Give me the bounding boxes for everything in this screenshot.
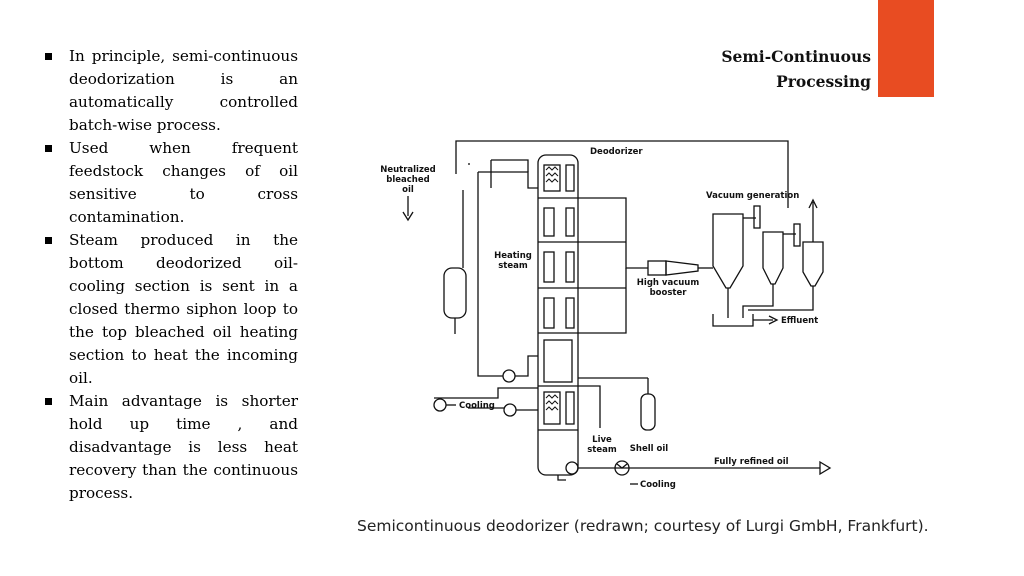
bullet-item: In principle, semi-continuous deodorizat… — [44, 45, 298, 137]
feed-arrow — [402, 196, 414, 222]
label-fully-refined-oil: Fully refined oil — [714, 457, 789, 467]
slide-title: Semi-Continuous Processing — [721, 44, 871, 94]
label-shell-oil: Shell oil — [630, 444, 668, 454]
label-feed-3: oil — [402, 185, 414, 195]
diagram-caption: Semicontinuous deodorizer (redrawn; cour… — [357, 517, 929, 535]
label-booster-2: booster — [650, 288, 688, 298]
slide-title-line1: Semi-Continuous — [721, 47, 871, 66]
label-booster-1: High vacuum — [637, 278, 700, 288]
hotwell — [712, 314, 754, 327]
top-header-line — [455, 140, 789, 208]
discharge-pump — [565, 461, 579, 475]
bullet-item: Steam produced in the bottom deodorized … — [44, 229, 298, 390]
cooling-coil — [545, 394, 559, 411]
label-cooling-upper: Cooling — [459, 401, 495, 411]
deodorizer-diagram: Deodorizer Neutralized bleached oil Vacu… — [380, 140, 832, 490]
label-heating-steam-2: steam — [498, 261, 528, 271]
accent-bar — [878, 0, 934, 97]
label-feed-2: bleached — [386, 175, 429, 185]
cooler-upper — [433, 398, 447, 412]
live-steam-line — [578, 385, 601, 428]
product-cooler — [614, 460, 630, 476]
bullet-list: In principle, semi-continuous deodorizat… — [44, 45, 298, 505]
label-live-steam-1: Live — [592, 435, 612, 445]
condenser-1 — [712, 213, 744, 289]
label-deodorizer: Deodorizer — [590, 147, 643, 157]
label-vacuum-generation: Vacuum generation — [706, 191, 799, 201]
bullet-item: Main advantage is shorter hold up time ,… — [44, 390, 298, 505]
feed-tank — [443, 267, 467, 319]
circulation-pump — [502, 369, 516, 383]
heating-coil — [545, 166, 559, 183]
label-heating-steam-1: Heating — [494, 251, 532, 261]
label-cooling-lower: Cooling — [640, 480, 676, 490]
tray-heater-top — [543, 164, 561, 192]
label-effluent: Effluent — [781, 316, 818, 326]
pump-lower — [503, 403, 517, 417]
feed-line — [478, 171, 538, 189]
shell-oil-vessel — [640, 393, 656, 431]
label-feed-1: Neutralized — [380, 165, 436, 175]
condenser-3 — [802, 241, 824, 287]
vacuum-booster — [647, 260, 667, 276]
slide-title-line2: Processing — [776, 72, 871, 91]
bullet-item: Used when frequent feedstock changes of … — [44, 137, 298, 229]
label-live-steam-2: steam — [587, 445, 617, 455]
tray-cooler-bottom — [543, 391, 561, 425]
vapour-line — [578, 197, 648, 269]
condenser-2 — [762, 231, 784, 285]
